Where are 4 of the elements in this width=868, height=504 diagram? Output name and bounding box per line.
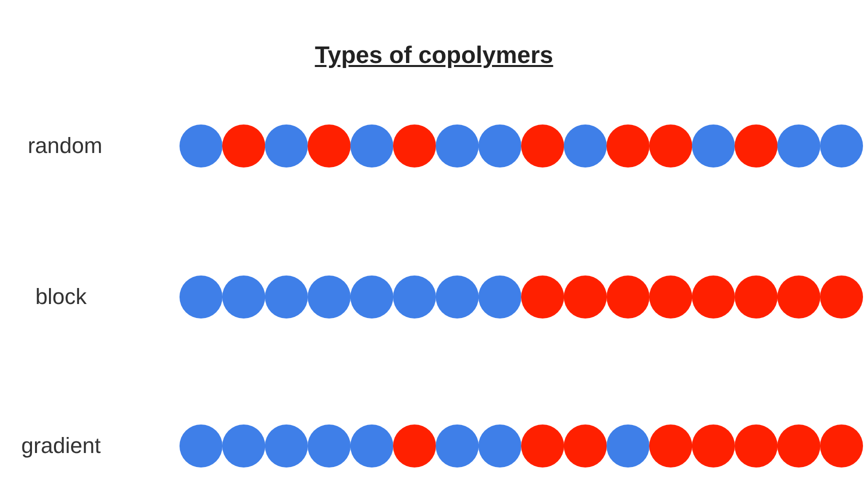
title: Types of copolymers [314, 42, 554, 70]
row-label: block [34, 284, 88, 310]
row-label: random [26, 133, 104, 159]
row-label: gradient [20, 433, 102, 459]
